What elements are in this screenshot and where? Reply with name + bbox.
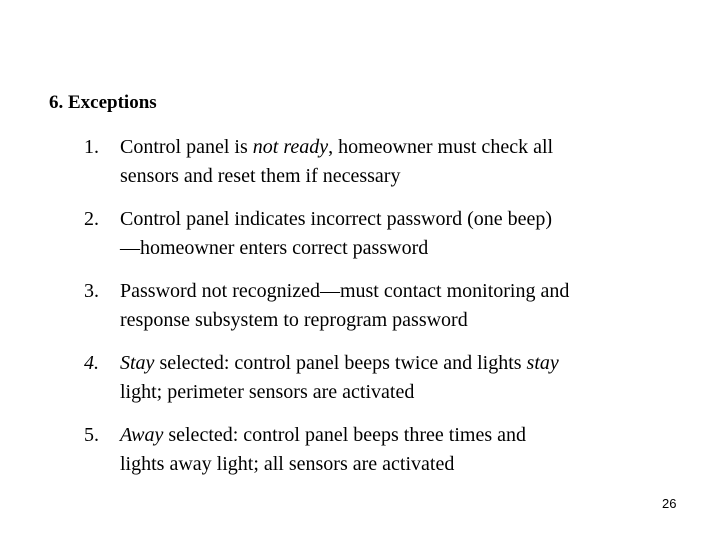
item-line-1: Stay selected: control panel beeps twice… — [120, 349, 684, 378]
item-text-italic: Stay — [120, 352, 155, 374]
item-number: 2. — [84, 208, 99, 230]
item-line-1: Control panel indicates incorrect passwo… — [120, 208, 553, 230]
item-line-1: Control panel is not ready, homeowner mu… — [120, 133, 684, 162]
exception-item-5: 5. Away selected: control panel beeps th… — [84, 421, 684, 479]
item-body: Control panel indicates incorrect passwo… — [120, 205, 684, 263]
exception-item-2: 2. Control panel indicates incorrect pas… — [84, 205, 684, 263]
item-line-2: light; perimeter sensors are activated — [120, 381, 415, 403]
item-number: 4. — [84, 352, 99, 374]
item-text: , homeowner must check all — [328, 136, 554, 158]
item-body: Stay selected: control panel beeps twice… — [120, 349, 684, 407]
item-text-italic: not ready — [252, 136, 329, 158]
item-line-2: response subsystem to reprogram password — [120, 309, 468, 331]
item-body: Away selected: control panel beeps three… — [120, 421, 684, 479]
item-number: 1. — [84, 136, 99, 158]
slide-heading: 6. Exceptions — [49, 92, 157, 113]
item-text: Control panel is — [120, 136, 253, 158]
item-line-2: —homeowner enters correct password — [120, 237, 429, 259]
item-number: 3. — [84, 280, 99, 302]
item-line-2: sensors and reset them if necessary — [120, 165, 401, 187]
exception-item-4: 4. Stay selected: control panel beeps tw… — [84, 349, 684, 407]
item-line-2: lights away light; all sensors are activ… — [120, 453, 455, 475]
item-text-italic: stay — [526, 352, 559, 374]
item-text-italic: Away — [120, 424, 164, 446]
item-body: Password not recognized—must contact mon… — [120, 277, 684, 335]
item-text: selected: control panel beeps twice and … — [154, 352, 527, 374]
item-text: selected: control panel beeps three time… — [163, 424, 526, 446]
item-line-1: Away selected: control panel beeps three… — [120, 421, 684, 450]
page-number: 26 — [662, 496, 677, 511]
item-body: Control panel is not ready, homeowner mu… — [120, 133, 684, 191]
exception-item-1: 1. Control panel is not ready, homeowner… — [84, 133, 684, 191]
exception-item-3: 3. Password not recognized—must contact … — [84, 277, 684, 335]
item-number: 5. — [84, 424, 99, 446]
item-line-1: Password not recognized—must contact mon… — [120, 280, 570, 302]
